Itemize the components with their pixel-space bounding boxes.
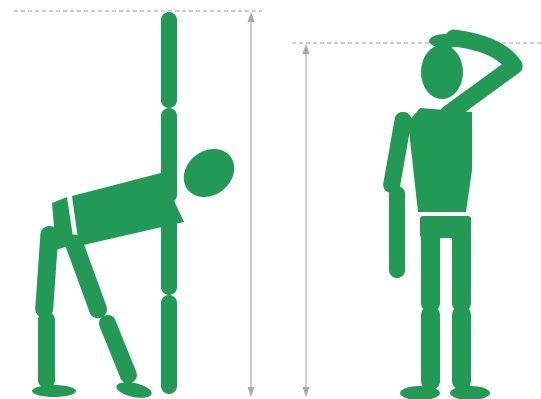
back-shin — [38, 312, 55, 388]
back-foot — [32, 385, 76, 397]
head — [421, 45, 463, 99]
hanging-forearm — [161, 295, 177, 394]
left-height-arrow — [248, 12, 255, 397]
right-thigh — [452, 228, 471, 312]
left-thigh — [421, 228, 440, 312]
raised-forearm — [454, 38, 514, 66]
front-foot — [115, 379, 153, 399]
hanging-forearm — [389, 186, 405, 278]
back-thigh — [35, 225, 59, 318]
torso — [408, 108, 472, 212]
hanging-upper-arm — [382, 111, 413, 195]
standing-figure — [382, 34, 514, 399]
bending-figure — [32, 12, 244, 399]
left-shin — [421, 306, 440, 390]
right-height-arrow — [303, 44, 310, 397]
hand-on-head — [429, 34, 463, 48]
head — [174, 139, 244, 207]
raised-upper-arm — [161, 12, 177, 108]
right-shin — [452, 306, 471, 390]
front-shin — [97, 313, 140, 386]
front-thigh — [63, 232, 110, 321]
